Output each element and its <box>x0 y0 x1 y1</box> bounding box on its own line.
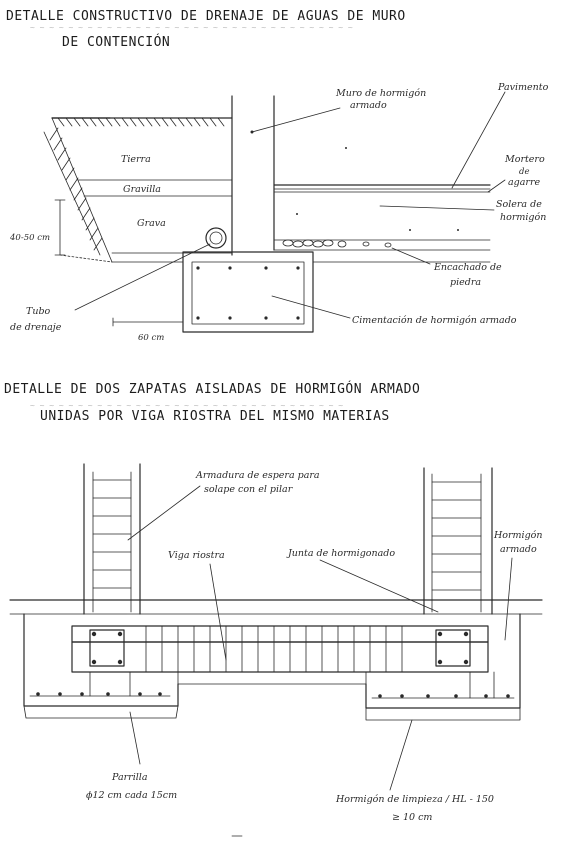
label-dim-width: 60 cm <box>138 333 164 343</box>
leader-armadura <box>127 485 201 541</box>
section1-title: ~ ~ ~ ~ ~ ~ ~ ~ ~ ~ ~ ~ ~ ~ ~ ~ ~ ~ ~ ~ … <box>6 9 406 50</box>
leader-viga <box>209 563 227 661</box>
drainage-detail-drawing <box>43 91 506 333</box>
footing-rebars <box>196 266 300 320</box>
excavation-slope-hatch <box>43 131 101 256</box>
leader-muro <box>251 107 341 133</box>
label-tierra: Tierra <box>121 154 151 165</box>
rebar-corners <box>91 631 469 665</box>
right-column-outline <box>423 467 493 615</box>
drain-pipe <box>205 227 227 249</box>
left-column-cage <box>92 471 132 613</box>
left-lean-concrete <box>23 705 179 719</box>
section2-labels: Armadura de espera para solape con el pi… <box>86 470 543 823</box>
footing <box>182 251 314 333</box>
leader-hormigon-armado <box>504 557 513 641</box>
surface-hatching <box>57 117 225 127</box>
right-rebar-box <box>435 629 471 667</box>
label-pavimento: Pavimento <box>497 82 549 93</box>
label-dim-height: 40-50 cm <box>9 233 50 243</box>
label-cimentacion: Cimentación de hormigón armado <box>352 315 517 326</box>
footing-detail-drawing <box>9 463 543 837</box>
label-encachado-1: Encachado de <box>433 262 502 273</box>
leader-parrilla <box>129 711 141 765</box>
leader-tubo <box>74 243 211 311</box>
tie-beam-stirrups <box>145 625 403 673</box>
label-mortero-3: agarre <box>508 177 540 188</box>
left-starter-bars <box>89 671 131 697</box>
dim-height-line <box>54 199 66 256</box>
ghost-text: ~ ~ ~ ~ ~ ~ ~ ~ ~ ~ ~ ~ ~ ~ ~ ~ ~ ~ ~ ~ … <box>30 23 353 32</box>
left-rebar-box <box>89 629 125 667</box>
label-junta: Junta de hormigonado <box>286 548 395 559</box>
label-encachado-2: piedra <box>450 277 481 288</box>
section2-title: ~ ~ ~ ~ ~ ~ ~ ~ ~ ~ ~ ~ ~ ~ ~ ~ ~ ~ ~ ~ … <box>4 381 420 424</box>
section1-title-line1: DETALLE CONSTRUCTIVO DE DRENAJE DE AGUAS… <box>6 9 406 24</box>
ghost-text-2: ~ ~ ~ ~ ~ ~ ~ ~ ~ ~ ~ ~ ~ ~ ~ ~ ~ ~ ~ ~ … <box>30 401 343 410</box>
leader-pavimento <box>451 91 506 189</box>
section1-labels: Muro de hormigón armado Pavimento Tierra… <box>9 82 549 343</box>
soil-dots <box>296 147 459 231</box>
footing-rebar-cage <box>191 261 305 325</box>
bottom-rebar-dots <box>36 692 510 698</box>
label-muro-2: armado <box>350 100 387 111</box>
section1-title-line2: DE CONTENCIÓN <box>62 34 170 50</box>
label-parrilla-1: Parrilla <box>111 772 148 783</box>
right-footing <box>365 613 521 709</box>
label-mortero-2: de <box>519 167 529 177</box>
left-footing <box>23 613 179 707</box>
label-hormigon-armado-1: Hormigón <box>493 530 543 541</box>
right-column-cage <box>431 473 482 613</box>
label-tubo-1: Tubo <box>26 306 51 317</box>
leader-junta <box>319 559 439 613</box>
section2-title-line1: DETALLE DE DOS ZAPATAS AISLADAS DE HORMI… <box>4 381 420 397</box>
label-tubo-2: de drenaje <box>10 322 62 333</box>
label-grava: Grava <box>137 218 166 229</box>
right-lean-concrete <box>365 707 521 721</box>
leader-limpieza <box>389 719 413 791</box>
slope-hatching <box>49 127 103 251</box>
label-parrilla-2: ϕ12 cm cada 15cm <box>86 790 177 801</box>
tie-beam-top <box>71 625 489 643</box>
label-limpieza-2: ≥ 10 cm <box>392 812 432 823</box>
leader-encachado <box>391 247 431 265</box>
dim-width-line <box>112 317 184 327</box>
label-mortero-1: Mortero <box>504 154 545 165</box>
leader-solera <box>379 205 495 211</box>
retaining-wall <box>231 95 275 256</box>
drain-pipe-inner <box>209 231 223 245</box>
dim-height-ext <box>59 254 113 263</box>
label-limpieza-1: Hormigón de limpieza / HL - 150 <box>335 794 494 805</box>
label-solera-2: hormigón <box>500 212 546 223</box>
label-gravilla: Gravilla <box>123 184 161 195</box>
label-viga: Viga riostra <box>168 550 225 561</box>
stone-fill <box>282 239 392 248</box>
left-column-outline <box>83 463 141 615</box>
tie-beam-body <box>71 641 489 673</box>
leader-mortero <box>487 179 506 193</box>
label-solera-1: Solera de <box>496 199 542 210</box>
section2-title-line2: UNIDAS POR VIGA RIOSTRA DEL MISMO MATERI… <box>40 409 390 424</box>
label-armadura-2: solape con el pilar <box>204 484 294 495</box>
label-armadura-1: Armadura de espera para <box>195 470 320 481</box>
label-hormigon-armado-2: armado <box>500 544 537 555</box>
leader-cimentacion <box>271 295 351 319</box>
label-muro-1: Muro de hormigón <box>335 88 426 99</box>
beam-underside-ends <box>177 671 367 685</box>
right-starter-bars <box>469 671 495 699</box>
